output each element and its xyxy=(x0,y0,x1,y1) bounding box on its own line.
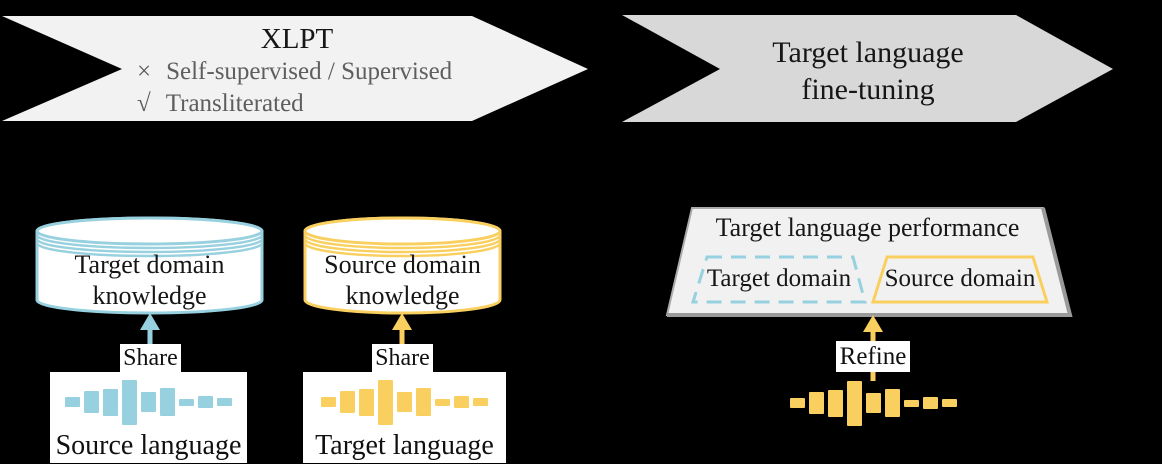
waveform-bar xyxy=(217,398,232,406)
share-badge-right: Share xyxy=(372,344,433,373)
xlpt-banner-arrow-shape xyxy=(2,16,588,121)
xlpt-item-transliterated: √ Transliterated xyxy=(137,89,304,119)
waveform-bar xyxy=(416,388,431,416)
cross-mark-icon: × xyxy=(137,58,152,85)
refine-badge: Refine xyxy=(836,341,910,372)
share-badge-left: Share xyxy=(120,344,181,373)
waveform-bar xyxy=(922,397,938,409)
xlpt-item-supervised-label: Self-supervised / Supervised xyxy=(166,58,453,85)
target-domain-box-shape xyxy=(690,255,867,304)
waveform-bar xyxy=(198,396,213,408)
waveform-bar xyxy=(378,379,393,425)
xlpt-item-supervised: × Self-supervised / Supervised xyxy=(137,57,452,87)
waveform-bar xyxy=(808,392,824,414)
source-domain-box-shape xyxy=(870,255,1050,304)
waveform-bar xyxy=(103,388,118,416)
target-language-box: Target language xyxy=(303,372,506,463)
target-knowledge-label: Target domain knowledge xyxy=(37,249,262,311)
source-knowledge-cylinder-icon xyxy=(303,216,502,315)
finetune-title-line1: Target language xyxy=(772,36,964,69)
performance-title: Target language performance xyxy=(715,213,1020,242)
waveform-bar xyxy=(141,392,156,412)
waveform-bar xyxy=(903,399,919,407)
source-language-waveform-icon xyxy=(50,377,247,427)
xlpt-title: XLPT xyxy=(260,23,334,55)
target-domain-label: Target domain xyxy=(706,265,852,292)
waveform-bar xyxy=(846,380,862,426)
waveform-bar xyxy=(865,393,881,413)
waveform-bar xyxy=(65,397,80,407)
waveform-bar xyxy=(84,391,99,413)
source-knowledge-line2: knowledge xyxy=(345,281,460,310)
source-language-box: Source language xyxy=(50,372,247,463)
finetune-title-line2: fine-tuning xyxy=(801,73,935,106)
target-knowledge-line1: Target domain xyxy=(74,250,225,279)
waveform-bar xyxy=(941,399,957,407)
waveform-bar xyxy=(827,389,843,417)
waveform-bar xyxy=(454,396,469,408)
source-knowledge-line1: Source domain xyxy=(324,250,481,279)
finetune-waveform-icon xyxy=(788,379,958,427)
waveform-bar xyxy=(397,392,412,412)
waveform-bar xyxy=(884,389,900,417)
waveform-bar xyxy=(321,397,336,407)
xlpt-item-transliterated-label: Transliterated xyxy=(165,90,304,117)
target-language-label: Target language xyxy=(315,430,494,461)
waveform-bar xyxy=(160,388,175,416)
waveform-bar xyxy=(179,398,194,406)
target-knowledge-line2: knowledge xyxy=(92,281,207,310)
waveform-bar xyxy=(359,388,374,416)
waveform-bar xyxy=(435,398,450,406)
waveform-bar xyxy=(122,379,137,425)
target-knowledge-cylinder-icon xyxy=(35,216,264,315)
waveform-bar xyxy=(473,398,488,406)
source-domain-label: Source domain xyxy=(884,265,1036,292)
source-knowledge-label: Source domain knowledge xyxy=(305,249,500,311)
check-mark-icon: √ xyxy=(137,90,151,117)
performance-panel-shape xyxy=(665,207,1073,317)
source-language-label: Source language xyxy=(55,430,242,461)
finetune-title: Target language fine-tuning xyxy=(720,34,1016,108)
target-language-waveform-icon xyxy=(303,377,506,427)
waveform-bar xyxy=(789,398,805,408)
finetune-banner-arrow-shape xyxy=(622,15,1113,122)
waveform-bar xyxy=(340,391,355,413)
